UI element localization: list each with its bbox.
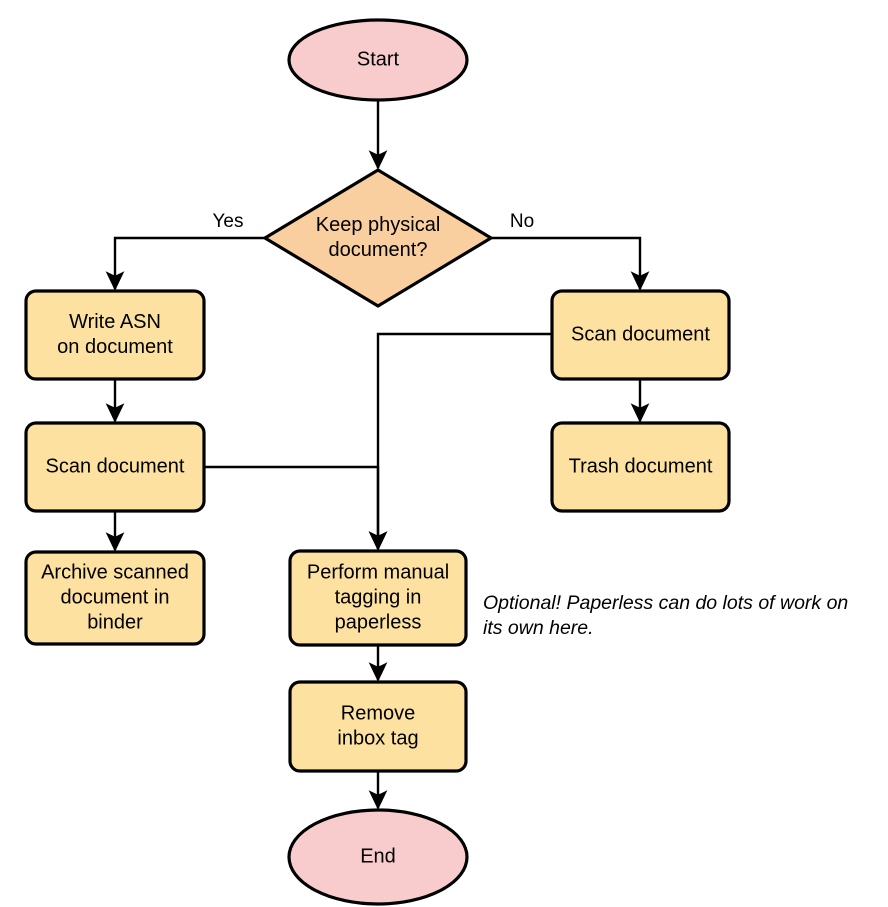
node-scan-document-left[interactable]: Scan document: [24, 421, 206, 513]
node-archive-scanned-document-in-binder[interactable]: Archive scanned document in binder: [24, 550, 206, 646]
node-label: Scan document: [46, 455, 185, 477]
edge-label-decision-yes-to-write-asn: Yes: [213, 211, 244, 232]
decision-shape: [263, 168, 493, 308]
edge-decision-no-to-scan-right: No: [491, 211, 650, 291]
node-trash-document[interactable]: Trash document: [550, 421, 731, 513]
node-label: Trash document: [569, 455, 713, 477]
node-remove-inbox-tag[interactable]: Remove inbox tag: [288, 680, 468, 773]
terminator-shape: [287, 18, 469, 102]
process-shape: [24, 289, 206, 381]
node-label: on document: [57, 336, 173, 358]
edge-line: [368, 332, 552, 551]
annotation-optional-note: Optional! Paperless can do lots of work …: [483, 592, 848, 639]
process-shape: [550, 421, 731, 513]
annotation-line: its own here.: [483, 617, 594, 639]
edge-decision-yes-to-write-asn: Yes: [105, 211, 265, 291]
node-write-asn-on-document[interactable]: Write ASN on document: [24, 289, 206, 381]
node-label: document in: [61, 586, 170, 608]
node-label: binder: [87, 611, 143, 633]
edge-scan-left-to-manual-tagging: [204, 465, 388, 551]
annotation-line: Optional! Paperless can do lots of work …: [483, 592, 848, 614]
node-label: Remove: [341, 702, 415, 724]
node-label: Archive scanned: [41, 561, 189, 583]
node-label: Start: [357, 48, 400, 70]
process-shape: [550, 289, 731, 381]
node-label: inbox tag: [337, 727, 418, 749]
node-scan-document-right[interactable]: Scan document: [550, 289, 731, 381]
terminator-shape: [287, 808, 469, 906]
process-shape: [24, 421, 206, 513]
node-label: Scan document: [571, 323, 710, 345]
process-shape: [24, 550, 206, 646]
edge-label-decision-no-to-scan-right: No: [510, 211, 534, 232]
node-label: Keep physical: [316, 214, 441, 236]
node-label: End: [360, 845, 396, 867]
edge-scan-right-to-manual-tagging: [368, 332, 552, 551]
annotations-layer: Optional! Paperless can do lots of work …: [483, 592, 848, 639]
node-label: Perform manual: [307, 561, 449, 583]
node-end[interactable]: End: [287, 808, 469, 906]
edge-line: [204, 465, 388, 551]
node-label: tagging in: [335, 586, 422, 608]
node-keep-physical-document[interactable]: Keep physical document?: [263, 168, 493, 308]
node-start[interactable]: Start: [287, 18, 469, 102]
edge-line: [105, 236, 265, 291]
node-perform-manual-tagging-in-paperless[interactable]: Perform manual tagging in paperless: [288, 549, 468, 647]
edge-line: [491, 236, 650, 291]
node-label: document?: [329, 239, 428, 261]
edges-layer: Yes No: [105, 100, 650, 810]
process-shape: [288, 680, 468, 773]
node-label: paperless: [335, 611, 422, 633]
process-shape: [288, 549, 468, 647]
node-label: Write ASN: [69, 311, 161, 333]
